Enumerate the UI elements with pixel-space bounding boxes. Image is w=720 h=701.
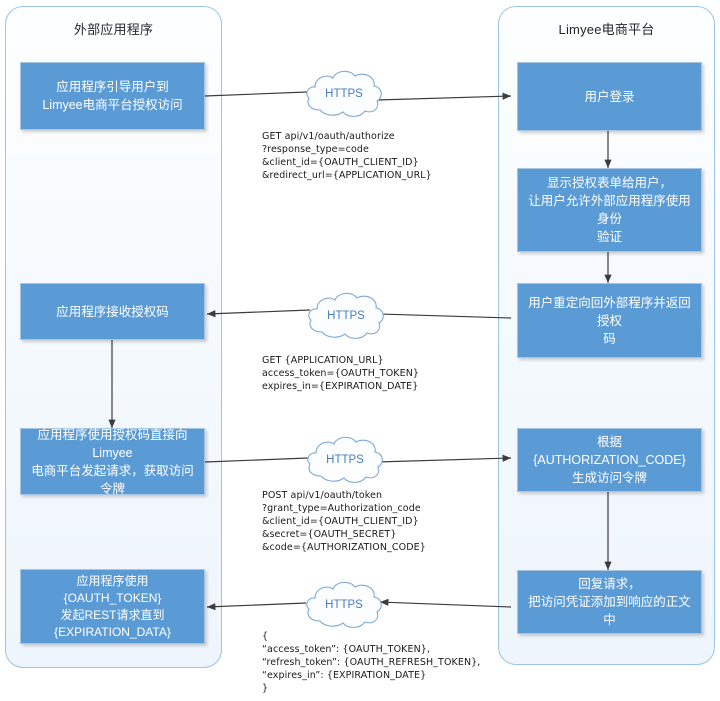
box-app-receive-code[interactable]: 应用程序接收授权码 — [20, 283, 205, 340]
cloud-token: HTTPS — [303, 432, 387, 488]
annotation-token-response: { “access_token”: {OAUTH_TOKEN}, “refres… — [262, 631, 481, 694]
panel-external-app-title: 外部应用程序 — [73, 22, 154, 37]
annotation-authorize-request: GET api/v1/oauth/authorize ?response_typ… — [262, 131, 432, 181]
box-app-redirect-user[interactable]: 应用程序引导用户到 Limyee电商平台授权访问 — [20, 62, 205, 130]
cloud-api: HTTPS — [302, 577, 386, 633]
cloud-authorize: HTTPS — [302, 66, 386, 122]
panel-limyee-platform-title: Limyee电商平台 — [558, 22, 655, 37]
box-app-use-token[interactable]: 应用程序使用 {OAUTH_TOKEN} 发起REST请求直到 {EXPIRAT… — [20, 569, 205, 644]
cloud-icon — [307, 436, 383, 483]
box-user-login[interactable]: 用户登录 — [517, 62, 702, 131]
box-reply-request[interactable]: 回复请求， 把访问凭证添加到响应的正文中 — [517, 570, 702, 634]
box-redirect-back-code[interactable]: 用户重定向回外部程序并返回授权 码 — [517, 283, 702, 358]
cloud-icon — [308, 292, 384, 339]
box-show-auth-form[interactable]: 显示授权表单给用户， 让用户允许外部应用程序使用身份 验证 — [517, 168, 702, 252]
box-generate-token[interactable]: 根据{AUTHORIZATION_CODE} 生成访问令牌 — [517, 428, 702, 492]
box-app-request-token[interactable]: 应用程序使用授权码直接向 Limyee 电商平台发起请求，获取访问令牌 — [20, 428, 205, 496]
cloud-icon — [306, 70, 382, 117]
cloud-callback: HTTPS — [304, 288, 388, 344]
annotation-token-request: POST api/v1/oauth/token ?grant_type=Auth… — [262, 490, 426, 553]
cloud-icon — [306, 581, 382, 628]
annotation-callback-response: GET {APPLICATION_URL} access_token={OAUT… — [262, 355, 420, 392]
